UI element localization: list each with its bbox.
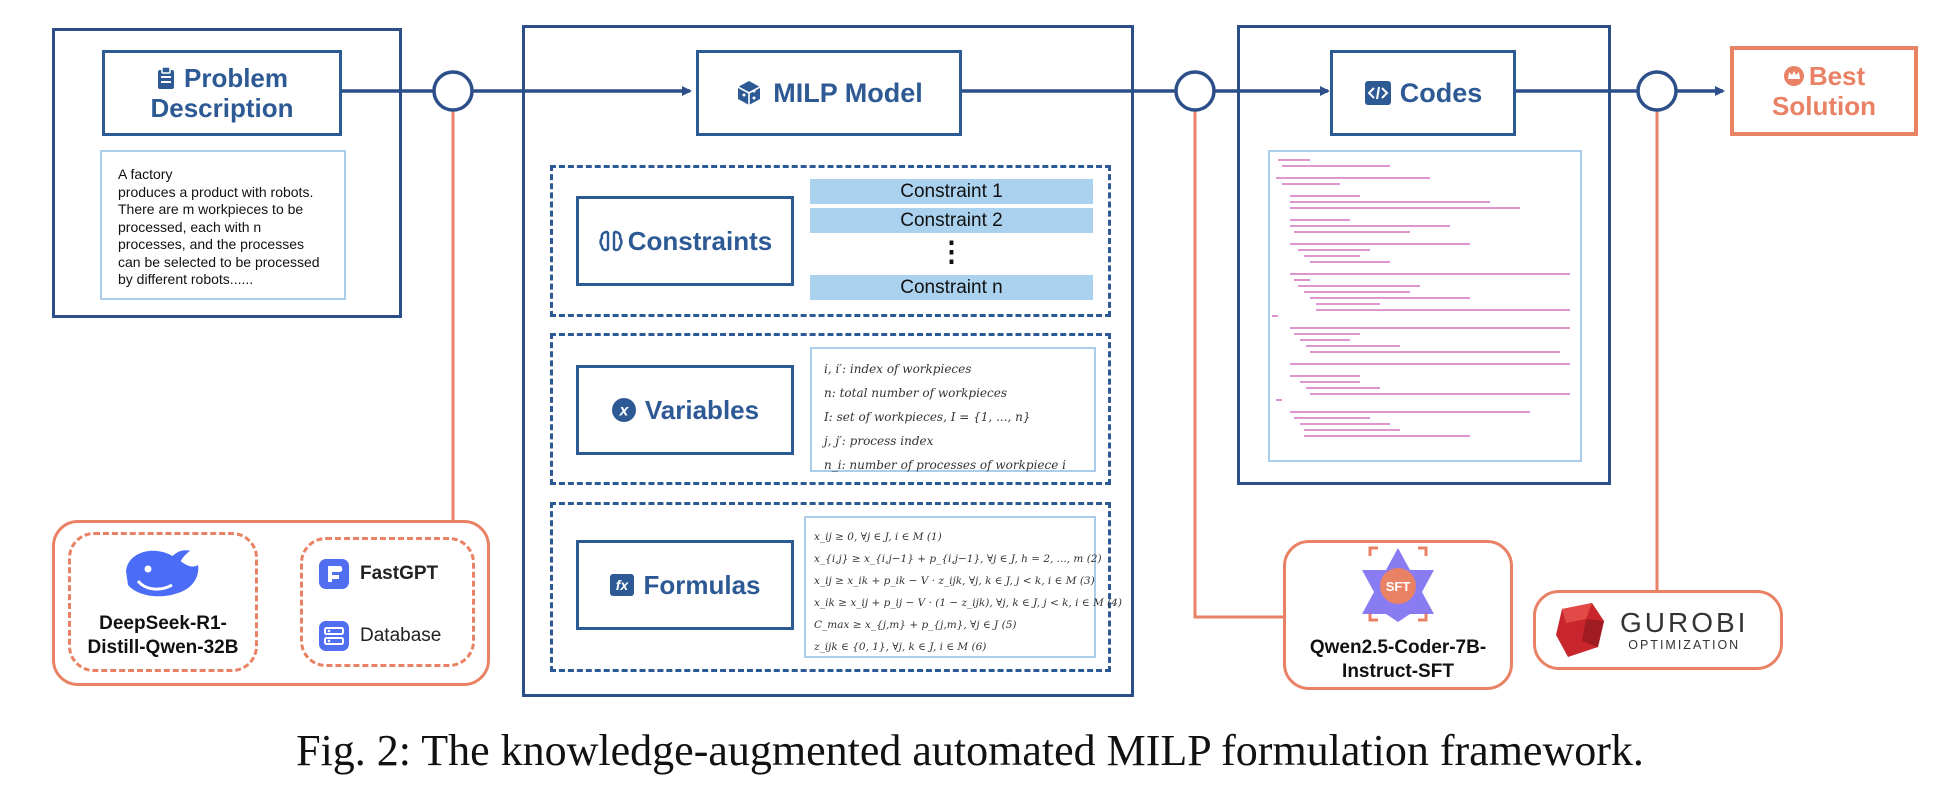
formula-line: z_ijk ∈ {0, 1}, ∀j, k ∈ J, i ∈ M (6) — [814, 641, 987, 653]
problem-text-line: processed, each with n — [118, 218, 262, 235]
database-item: Database — [318, 618, 468, 654]
constraint-bar: Constraint 1 — [810, 179, 1093, 204]
deepseek-box — [68, 532, 258, 672]
variables-box: i, i′: index of workpieces n: total numb… — [810, 347, 1096, 472]
function-fx-icon: fx — [610, 574, 635, 596]
codes-title: Codes — [1399, 77, 1483, 108]
figure-caption: Fig. 2: The knowledge-augmented automate… — [296, 726, 1644, 775]
problem-text-line: by different robots...... — [118, 271, 254, 287]
constraints-title: Constraints — [627, 225, 773, 256]
deepseek-name-line2: Distill-Qwen-32B — [87, 637, 239, 658]
problem-description-header: Problem Description — [102, 50, 342, 136]
constraint-ellipsis: ⋮ — [937, 236, 966, 267]
gurobi-logo-icon — [1556, 603, 1604, 657]
database-label: Database — [360, 625, 442, 646]
brain-icon — [599, 230, 623, 252]
crown-icon — [1783, 66, 1804, 86]
formula-line: x_ij ≥ x_ik + p_ik − V · z_ijk, ∀j, k ∈ … — [814, 575, 1095, 587]
codes-panel — [1237, 25, 1611, 485]
code-lines-image — [1272, 159, 1570, 437]
code-preview — [1268, 150, 1582, 462]
deepseek-name-line1: DeepSeek-R1- — [99, 613, 227, 634]
variable-x-icon: x — [611, 398, 636, 422]
formulas-box: x_ij ≥ 0, ∀j ∈ J, i ∈ M (1) x_{i,j} ≥ x_… — [804, 516, 1122, 658]
variable-line: I: set of workpieces, I = {1, ..., n} — [824, 410, 1031, 424]
coder-name-line2: Instruct-SFT — [1342, 661, 1454, 682]
knowledge-sources-box — [300, 537, 475, 667]
gurobi-sub: OPTIMIZATION — [1628, 638, 1741, 652]
milp-model-header: MILP Model — [696, 50, 962, 136]
best-solution-line1: Best — [1808, 61, 1866, 91]
fastgpt-icon — [319, 559, 349, 589]
knowledge-panel — [52, 520, 490, 686]
milp-model-title: MILP Model — [773, 77, 923, 108]
problem-panel — [52, 28, 402, 318]
formula-line: x_ik ≥ x_ij + p_ij − V · (1 − z_ijk), ∀j… — [814, 597, 1122, 609]
clipboard-icon — [157, 66, 174, 89]
codes-header: Codes — [1330, 50, 1516, 136]
svg-text:fx: fx — [616, 577, 630, 593]
sft-badge: SFT — [1386, 579, 1411, 594]
cube-icon — [737, 81, 761, 105]
variable-line: j, j′: process index — [824, 434, 934, 448]
code-icon — [1364, 81, 1391, 105]
problem-text-line: can be selected to be processed — [118, 253, 320, 270]
whale-icon — [126, 550, 199, 597]
best-solution-box: Best Solution — [1730, 46, 1918, 136]
variable-line: n: total number of workpieces — [824, 386, 1008, 400]
sft-star-icon: SFT — [1362, 546, 1434, 622]
problem-text-line: processes, and the processes — [118, 236, 304, 252]
variables-section — [550, 333, 1111, 485]
milp-panel — [522, 25, 1134, 697]
gurobi-box: GUROBI OPTIMIZATION — [1533, 590, 1783, 670]
coder-name-line1: Qwen2.5-Coder-7B- — [1309, 637, 1487, 658]
constraints-label: Constraints — [576, 196, 794, 286]
variable-line: i, i′: index of workpieces — [824, 362, 972, 376]
problem-title-line2: Description — [150, 93, 294, 123]
formula-line: x_ij ≥ 0, ∀j ∈ J, i ∈ M (1) — [814, 531, 942, 543]
formulas-title: Formulas — [643, 569, 761, 600]
problem-title-line1: Problem — [183, 63, 289, 93]
formulas-section — [550, 502, 1111, 672]
gurobi-name: GUROBI — [1620, 607, 1749, 638]
svg-text:x: x — [618, 403, 629, 420]
coder-model-name: Qwen2.5-Coder-7B- Instruct-SFT — [1283, 636, 1513, 684]
constraint-bar: Constraint n — [810, 275, 1093, 300]
fastgpt-label: FastGPT — [360, 563, 439, 584]
deepseek-model-name: DeepSeek-R1- Distill-Qwen-32B — [68, 612, 258, 660]
problem-text-line: A factory — [118, 166, 173, 182]
formula-line: C_max ≥ x_{j,m} + p_{j,m}, ∀j ∈ J (5) — [814, 619, 1017, 631]
problem-text-line: There are m workpieces to be — [118, 201, 304, 217]
constraint-bar: Constraint 2 — [810, 208, 1093, 233]
variable-line: n_i: number of processes of workpiece i — [824, 458, 1067, 472]
database-icon — [319, 621, 349, 651]
formula-line: x_{i,j} ≥ x_{i,j−1} + p_{i,j−1}, ∀j ∈ J,… — [814, 553, 1102, 565]
problem-text-box: A factory produces a product with robots… — [100, 150, 346, 300]
problem-text-line: produces a product with robots. — [118, 183, 314, 200]
constraints-section — [550, 165, 1111, 317]
variables-label: x Variables — [576, 365, 794, 455]
formulas-label: fx Formulas — [576, 540, 794, 630]
best-solution-line2: Solution — [1772, 91, 1876, 121]
variables-title: Variables — [644, 394, 760, 425]
fastgpt-item: FastGPT — [318, 556, 468, 592]
